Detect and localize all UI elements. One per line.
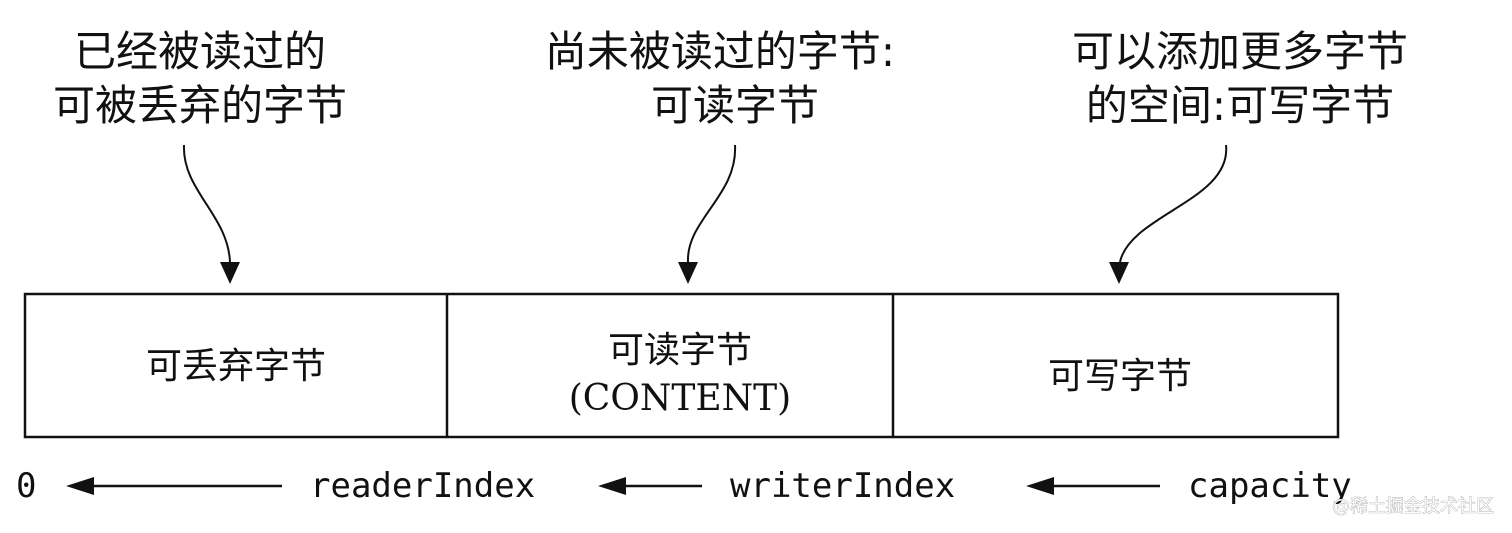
pointer-head-discardable — [220, 262, 240, 284]
arrow-writer-to-reader — [598, 477, 702, 495]
segment-writable-label: 可写字节 — [1048, 356, 1192, 397]
callout-readable: 尚未被读过的字节: 可读字节 — [545, 27, 895, 130]
segment-discardable-label: 可丢弃字节 — [146, 346, 326, 387]
watermark-text: @稀土掘金技术社区 — [1332, 496, 1494, 517]
pointer-curve-writable — [1119, 144, 1228, 263]
callout-writable-line1: 可以添加更多字节 — [1072, 27, 1408, 76]
pointer-head-writable — [1109, 262, 1129, 284]
segment-readable-sublabel: (CONTENT) — [569, 378, 791, 419]
index-row: 0 readerIndex writerIndex capacity — [16, 466, 1352, 506]
arrow-reader-to-zero — [66, 477, 282, 495]
arrow-reader-to-zero-head — [66, 477, 94, 495]
callout-discardable-line2: 可被丢弃的字节 — [53, 81, 347, 130]
pointer-head-readable — [678, 262, 698, 284]
callout-writable-line2: 的空间:可写字节 — [1086, 81, 1394, 130]
callout-readable-line2: 可读字节 — [651, 81, 819, 130]
index-writer-label: writerIndex — [730, 466, 955, 506]
bytebuf-box: 可丢弃字节 可读字节 (CONTENT) 可写字节 — [23, 292, 1340, 439]
segment-readable-label: 可读字节 — [608, 330, 752, 371]
index-reader-label: readerIndex — [310, 466, 535, 506]
callout-writable: 可以添加更多字节 的空间:可写字节 — [1072, 27, 1408, 130]
pointer-arrow-writable — [1109, 144, 1228, 284]
arrow-capacity-to-writer — [1026, 477, 1160, 495]
callout-discardable-line1: 已经被读过的 — [74, 27, 326, 76]
index-capacity-label: capacity — [1188, 466, 1352, 506]
pointer-curve-discardable — [182, 144, 231, 263]
pointer-arrow-discardable — [182, 144, 240, 284]
arrow-writer-to-reader-head — [598, 477, 626, 495]
arrow-capacity-to-writer-head — [1026, 477, 1054, 495]
index-zero-label: 0 — [16, 466, 36, 506]
callout-discardable: 已经被读过的 可被丢弃的字节 — [53, 27, 347, 130]
callout-readable-line1: 尚未被读过的字节: — [545, 27, 895, 76]
pointer-arrow-readable — [678, 144, 737, 284]
pointer-curve-readable — [686, 144, 737, 263]
bytebuf-outline — [23, 292, 1340, 439]
